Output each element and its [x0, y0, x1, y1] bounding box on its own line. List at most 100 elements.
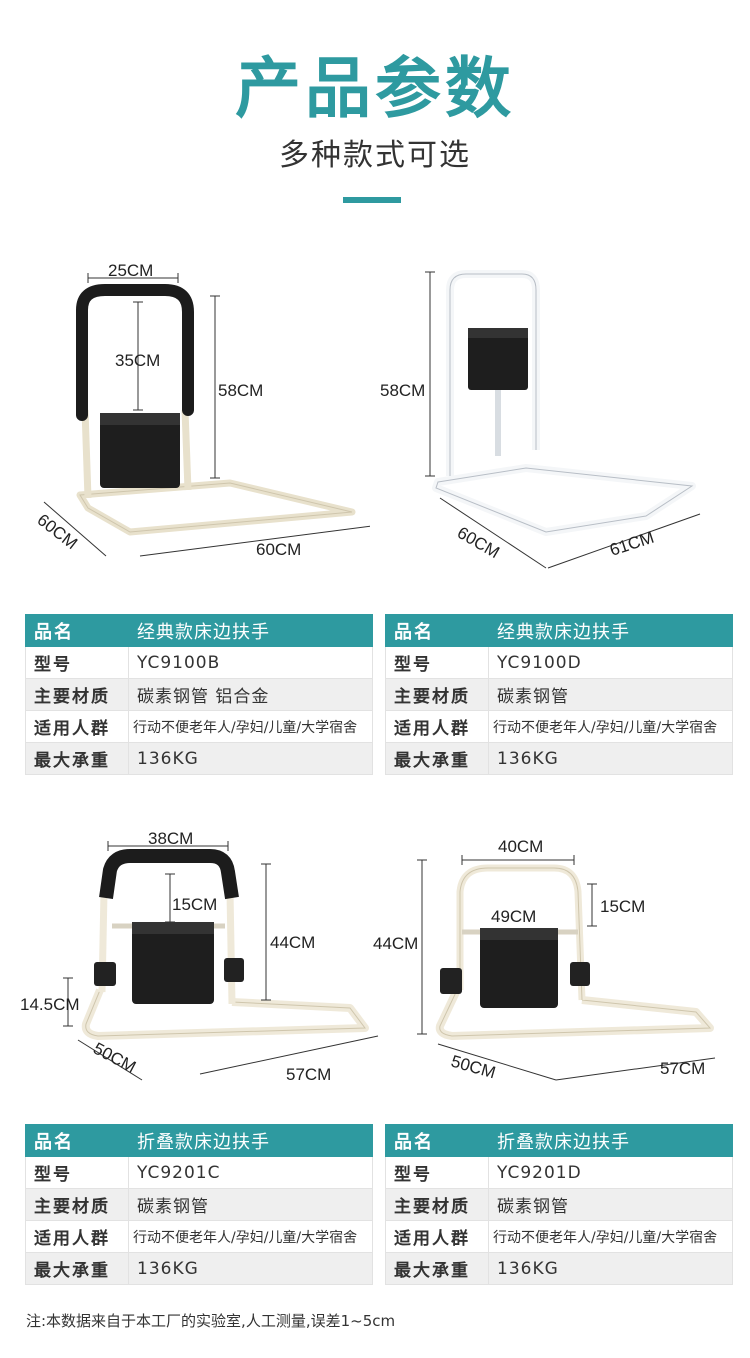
page-title: 产品参数: [235, 50, 515, 127]
product-image-yc9201c: 38CM 15CM 44CM 14.5CM 50CM 57CM: [20, 829, 379, 1084]
spec-label: 型号: [385, 646, 489, 679]
spec-label: 主要材质: [385, 1188, 489, 1221]
spec-value: 136KG: [488, 1252, 733, 1285]
storage-pouch: [132, 922, 214, 1004]
spec-label: 主要材质: [25, 1188, 129, 1221]
spec-value: 碳素钢管 铝合金: [128, 678, 373, 711]
spec-label: 适用人群: [385, 710, 489, 743]
table-row: 适用人群行动不便老年人/孕妇/儿童/大学宿舍: [385, 710, 733, 743]
spec-value: 136KG: [488, 742, 733, 775]
dim-label: 44CM: [270, 933, 315, 952]
dim-label: 14.5CM: [20, 995, 80, 1014]
table-row: 品名折叠款床边扶手: [25, 1124, 373, 1157]
spec-value: YC9100D: [488, 646, 733, 679]
table-row: 品名折叠款床边扶手: [385, 1124, 733, 1157]
spec-label: 主要材质: [385, 678, 489, 711]
table-row: 适用人群行动不便老年人/孕妇/儿童/大学宿舍: [385, 1220, 733, 1253]
dim-label: 60CM: [256, 540, 301, 559]
spec-value: 碳素钢管: [488, 1188, 733, 1221]
spec-value: 行动不便老年人/孕妇/儿童/大学宿舍: [128, 1220, 373, 1253]
table-row: 适用人群行动不便老年人/孕妇/儿童/大学宿舍: [25, 710, 373, 743]
spec-label: 型号: [25, 1156, 129, 1189]
dim-label: 49CM: [491, 907, 536, 926]
spec-label: 最大承重: [25, 1252, 129, 1285]
dim-label: 40CM: [498, 837, 543, 856]
table-row: 主要材质碳素钢管: [385, 1188, 733, 1221]
dim-label: 25CM: [108, 261, 153, 280]
spec-label: 品名: [25, 1124, 129, 1157]
table-row: 主要材质碳素钢管 铝合金: [25, 678, 373, 711]
storage-pouch: [480, 928, 558, 1008]
spec-value: 136KG: [128, 1252, 373, 1285]
accent-divider: [343, 197, 401, 203]
spec-value: 经典款床边扶手: [128, 614, 373, 647]
spec-value: 碳素钢管: [488, 678, 733, 711]
dim-label: 57CM: [286, 1065, 331, 1084]
spec-label: 最大承重: [385, 742, 489, 775]
dim-label: 15CM: [172, 895, 217, 914]
dim-label: 50CM: [90, 1039, 139, 1077]
dim-label: 60CM: [34, 510, 81, 553]
base-frame: [432, 464, 696, 536]
spec-value: 行动不便老年人/孕妇/儿童/大学宿舍: [488, 1220, 733, 1253]
storage-pouch: [468, 328, 528, 390]
spec-label: 最大承重: [25, 742, 129, 775]
spec-label: 型号: [385, 1156, 489, 1189]
spec-value: 碳素钢管: [128, 1188, 373, 1221]
grip-handle: [99, 849, 239, 900]
dim-label: 38CM: [148, 829, 193, 848]
fold-joint: [224, 958, 244, 982]
table-row: 品名经典款床边扶手: [25, 614, 373, 647]
spec-label: 适用人群: [25, 1220, 129, 1253]
product-image-yc9100b: 25CM 35CM 58CM 60CM 60CM: [34, 261, 370, 559]
page-subtitle: 多种款式可选: [279, 138, 471, 173]
table-row: 主要材质碳素钢管: [385, 678, 733, 711]
footnote: 注:本数据来自于本工厂的实验室,人工测量,误差1~5cm: [26, 1312, 396, 1330]
product-image-yc9201d: 40CM 15CM 49CM 44CM 50CM 57CM: [373, 837, 716, 1083]
table-row: 主要材质碳素钢管: [25, 1188, 373, 1221]
storage-pouch: [100, 413, 180, 488]
dim-label: 58CM: [380, 381, 425, 400]
spec-label: 品名: [25, 614, 129, 647]
spec-value: 行动不便老年人/孕妇/儿童/大学宿舍: [128, 710, 373, 743]
spec-label: 型号: [25, 646, 129, 679]
dim-label: 50CM: [449, 1052, 498, 1083]
table-row: 品名经典款床边扶手: [385, 614, 733, 647]
dim-label: 61CM: [607, 528, 656, 560]
spec-label: 品名: [385, 1124, 489, 1157]
dim-label: 60CM: [454, 523, 503, 562]
spec-label: 主要材质: [25, 678, 129, 711]
spec-value: 折叠款床边扶手: [128, 1124, 373, 1157]
spec-value: 136KG: [128, 742, 373, 775]
dim-label: 58CM: [218, 381, 263, 400]
fold-joint: [570, 962, 590, 986]
fold-joint: [94, 962, 116, 986]
table-row: 适用人群行动不便老年人/孕妇/儿童/大学宿舍: [25, 1220, 373, 1253]
spec-value: YC9201D: [488, 1156, 733, 1189]
dim-label: 44CM: [373, 934, 418, 953]
product-image-yc9100d: 58CM 60CM 61CM: [380, 270, 701, 569]
spec-label: 品名: [385, 614, 489, 647]
spec-value: YC9201C: [128, 1156, 373, 1189]
spec-value: YC9100B: [128, 646, 373, 679]
spec-label: 最大承重: [385, 1252, 489, 1285]
dim-label: 15CM: [600, 897, 645, 916]
dim-label: 35CM: [115, 351, 160, 370]
grip-handle: [76, 284, 194, 421]
spec-value: 行动不便老年人/孕妇/儿童/大学宿舍: [488, 710, 733, 743]
spec-label: 适用人群: [25, 710, 129, 743]
spec-value: 折叠款床边扶手: [488, 1124, 733, 1157]
fold-joint: [440, 968, 462, 994]
spec-label: 适用人群: [385, 1220, 489, 1253]
